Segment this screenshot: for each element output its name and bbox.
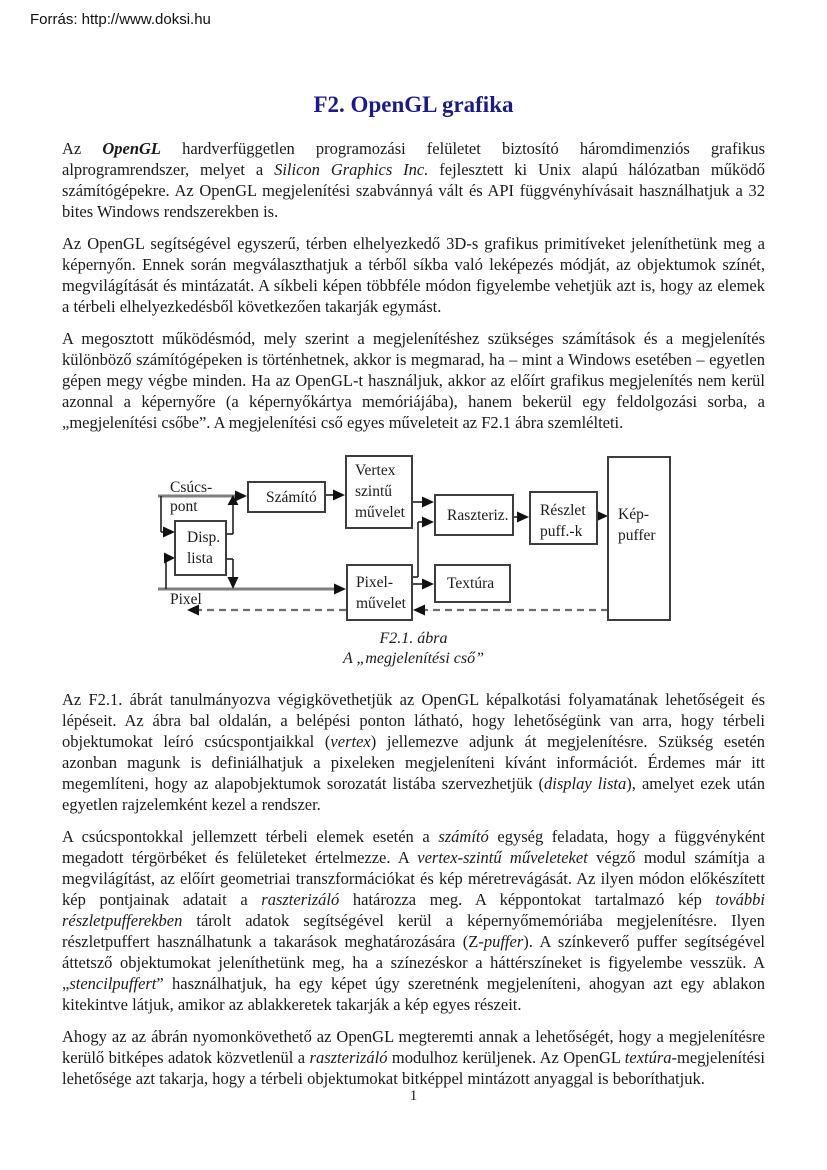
arrow-pixelmuvelet-to-raszterizal — [412, 516, 434, 578]
paragraph-5: A csúcspontokkal jellemzett térbeli elem… — [62, 827, 765, 1014]
figure-caption: F2.1. ábra A „megjelenítési cső” — [62, 629, 765, 669]
svg-text:Pixel: Pixel — [170, 591, 202, 608]
arrow-raszterizal-to-reszletpuffer — [513, 511, 529, 523]
page-number: 1 — [409, 1088, 418, 1104]
node-kep-puffer: Kép- puffer — [607, 456, 671, 621]
svg-text:Vertex: Vertex — [355, 462, 396, 479]
dashed-feedback-pixelmuvelet-to-left — [187, 604, 346, 616]
svg-text:Részlet: Részlet — [540, 502, 586, 519]
arrow-displista-to-pixelpath — [226, 558, 239, 589]
source-url: Forrás: http://www.doksi.hu — [30, 11, 211, 28]
svg-text:puff.-k: puff.-k — [540, 523, 583, 540]
svg-text:művelet: művelet — [355, 504, 406, 521]
node-szamito: Számító — [247, 481, 326, 513]
arrow-vertex-to-raszterizal — [412, 496, 434, 508]
svg-text:puffer: puffer — [618, 527, 656, 544]
svg-text:művelet: művelet — [356, 595, 407, 612]
arrow-csucs-to-displista — [160, 496, 175, 538]
svg-text:szintű: szintű — [355, 483, 392, 500]
node-reszlet-pufferek: Részlet puff.-k — [529, 491, 598, 545]
arrow-pixelmuvelet-to-textura — [412, 578, 434, 590]
svg-text:Raszteriz.: Raszteriz. — [447, 507, 509, 524]
paragraph-2: Az OpenGL segítségével egyszerű, térben … — [62, 234, 765, 316]
node-pixel-muvelet: Pixel- művelet — [346, 564, 413, 621]
paragraph-4: Az F2.1. ábrát tanulmányozva végigköveth… — [62, 690, 765, 814]
page-title: F2. OpenGL grafika — [313, 92, 514, 117]
pipeline-figure: Számító Vertex szintű művelet Disp. list… — [62, 447, 765, 669]
node-raszterizal: Raszteriz. — [434, 494, 514, 536]
csucspont-bus — [158, 490, 247, 502]
label-csucspont: Csúcs- pont — [170, 479, 212, 515]
node-textura: Textúra — [434, 564, 511, 603]
figure-caption-title: A „megjelenítési cső” — [342, 650, 485, 667]
label-pixel: Pixel — [170, 591, 202, 608]
svg-text:Csúcs-: Csúcs- — [170, 479, 212, 496]
dashed-feedback-keppuffer-to-pixelmuvelet — [413, 604, 608, 616]
svg-text:pont: pont — [170, 498, 198, 515]
pipeline-diagram: Számító Vertex szintű művelet Disp. list… — [158, 455, 671, 621]
arrow-szamito-to-vertex — [325, 489, 345, 501]
paragraph-3: A megosztott működésmód, mely szerint a … — [62, 329, 765, 432]
figure-caption-number: F2.1. ábra — [379, 630, 448, 647]
node-disp-lista: Disp. lista — [174, 520, 227, 576]
svg-text:Számító: Számító — [266, 489, 317, 506]
arrow-displista-to-vertexpath — [226, 495, 239, 535]
paragraph-1: Az OpenGL hardverfüggetlen programozási … — [62, 139, 766, 221]
pixel-bus — [158, 583, 346, 595]
svg-text:Disp.: Disp. — [187, 529, 220, 546]
body-text: Az OpenGL hardverfüggetlen programozási … — [62, 138, 765, 1100]
svg-text:lista: lista — [187, 550, 213, 567]
arrow-pixel-to-displista — [164, 552, 175, 589]
svg-text:Kép-: Kép- — [618, 506, 649, 523]
paragraph-6: Ahogy az az ábrán nyomonkövethető az Ope… — [62, 1027, 765, 1088]
svg-text:Textúra: Textúra — [447, 575, 494, 592]
svg-text:Pixel-: Pixel- — [356, 574, 393, 591]
node-vertex-szintu-muvelet: Vertex szintű művelet — [345, 455, 413, 529]
